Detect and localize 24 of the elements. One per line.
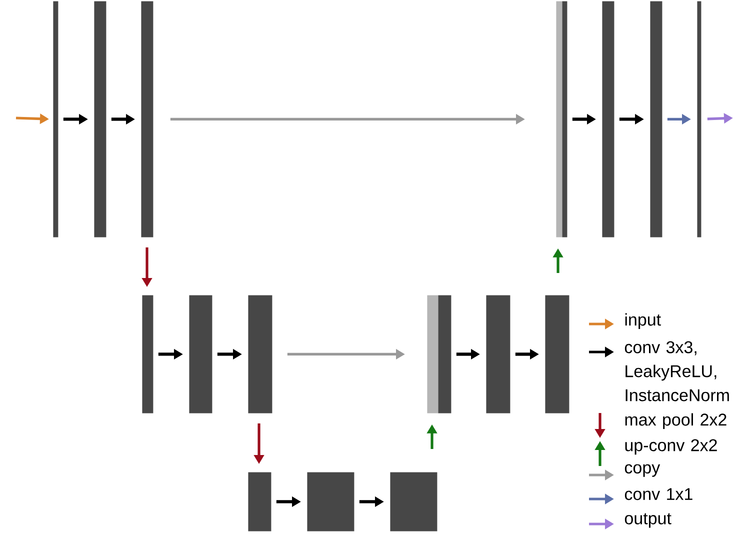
feature-map-bar — [556, 1, 562, 238]
feature-map-bar — [189, 295, 212, 414]
feature-map-bar — [248, 295, 272, 414]
feature-map-bar — [390, 472, 438, 532]
legend-text: conv 1x1 — [624, 488, 692, 500]
feature-map-bar — [307, 472, 354, 532]
feature-map-bar — [248, 472, 272, 532]
feature-map-bar — [562, 1, 568, 238]
feature-map-bar — [94, 1, 106, 238]
legend-text: copy — [624, 464, 660, 477]
legend-text: output — [624, 513, 672, 528]
feature-map-bar — [438, 295, 452, 414]
feature-map-bar — [142, 295, 154, 414]
legend-text: max pool 2x2 — [625, 413, 726, 430]
legend-text: up-conv 2x2 — [625, 439, 717, 455]
feature-map-bar — [427, 295, 438, 414]
legend-text: input — [625, 313, 661, 330]
feature-map-bar — [697, 1, 702, 238]
feature-map-bar — [53, 1, 58, 238]
feature-map-bar — [486, 295, 510, 414]
feature-map-bar — [602, 1, 614, 238]
feature-map-bar — [545, 295, 570, 414]
feature-map-bar — [650, 1, 662, 238]
feature-map-bar — [141, 1, 154, 238]
